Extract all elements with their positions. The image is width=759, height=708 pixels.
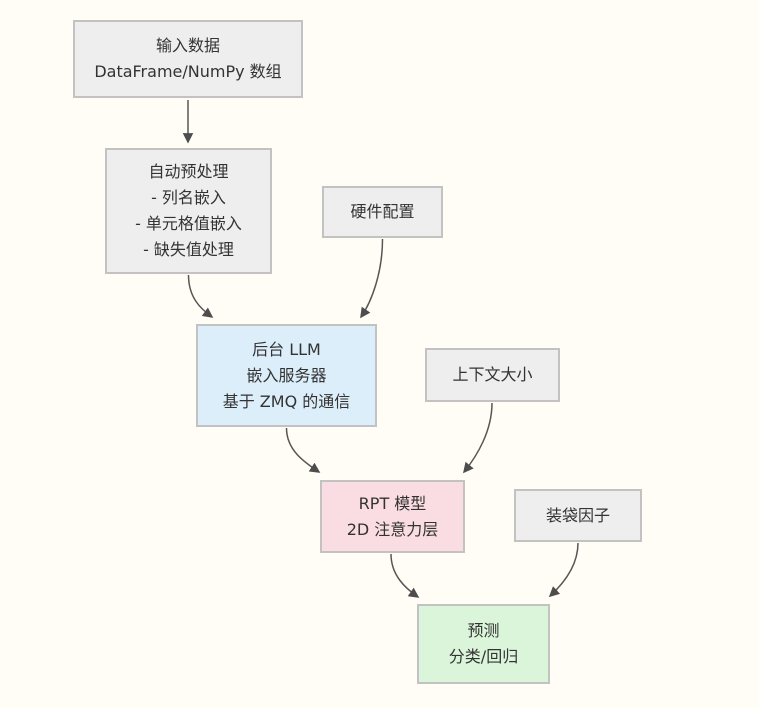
node-prediction: 预测 分类/回归 <box>417 604 550 684</box>
node-input-data: 输入数据 DataFrame/NumPy 数组 <box>73 20 303 98</box>
node-label-line: 预测 <box>467 621 500 640</box>
edge-context-to-rpt <box>463 402 493 474</box>
node-label-line: DataFrame/NumPy 数组 <box>94 62 282 81</box>
node-label-line: - 缺失值处理 <box>143 240 234 259</box>
node-label-line: RPT 模型 <box>358 493 427 513</box>
node-label-line: 上下文大小 <box>452 365 533 384</box>
node-label-line: 2D 注意力层 <box>346 519 439 539</box>
node-label-line: 嵌入服务器 <box>246 365 327 385</box>
node-label-line: 自动预处理 <box>148 162 229 181</box>
node-label-line: - 列名嵌入 <box>151 188 226 207</box>
node-label-line: 后台 LLM <box>252 339 321 359</box>
node-context-size: 上下文大小 <box>425 348 560 402</box>
edge-llm-to-rpt <box>285 427 321 473</box>
node-label-line: 硬件配置 <box>350 202 415 221</box>
node-label-line: 装袋因子 <box>545 505 610 525</box>
node-rpt-model: RPT 模型 2D 注意力层 <box>320 480 465 553</box>
node-auto-preprocessing: 自动预处理 - 列名嵌入 - 单元格值嵌入 - 缺失值处理 <box>105 148 272 274</box>
edge-bagging-to-predict <box>548 542 579 598</box>
node-hardware-config: 硬件配置 <box>322 186 443 238</box>
edge-hardware-to-llm <box>360 238 384 319</box>
node-label-line: - 单元格值嵌入 <box>135 214 242 233</box>
node-backend-llm-server: 后台 LLM 嵌入服务器 基于 ZMQ 的通信 <box>196 324 377 427</box>
node-bagging-factor: 装袋因子 <box>514 489 642 542</box>
edge-preprocess-to-llm <box>187 274 214 318</box>
node-label-line: 分类/回归 <box>448 647 519 666</box>
node-label-line: 输入数据 <box>155 36 220 55</box>
edge-rpt-to-predict <box>390 553 420 598</box>
node-label-line: 基于 ZMQ 的通信 <box>222 391 351 411</box>
